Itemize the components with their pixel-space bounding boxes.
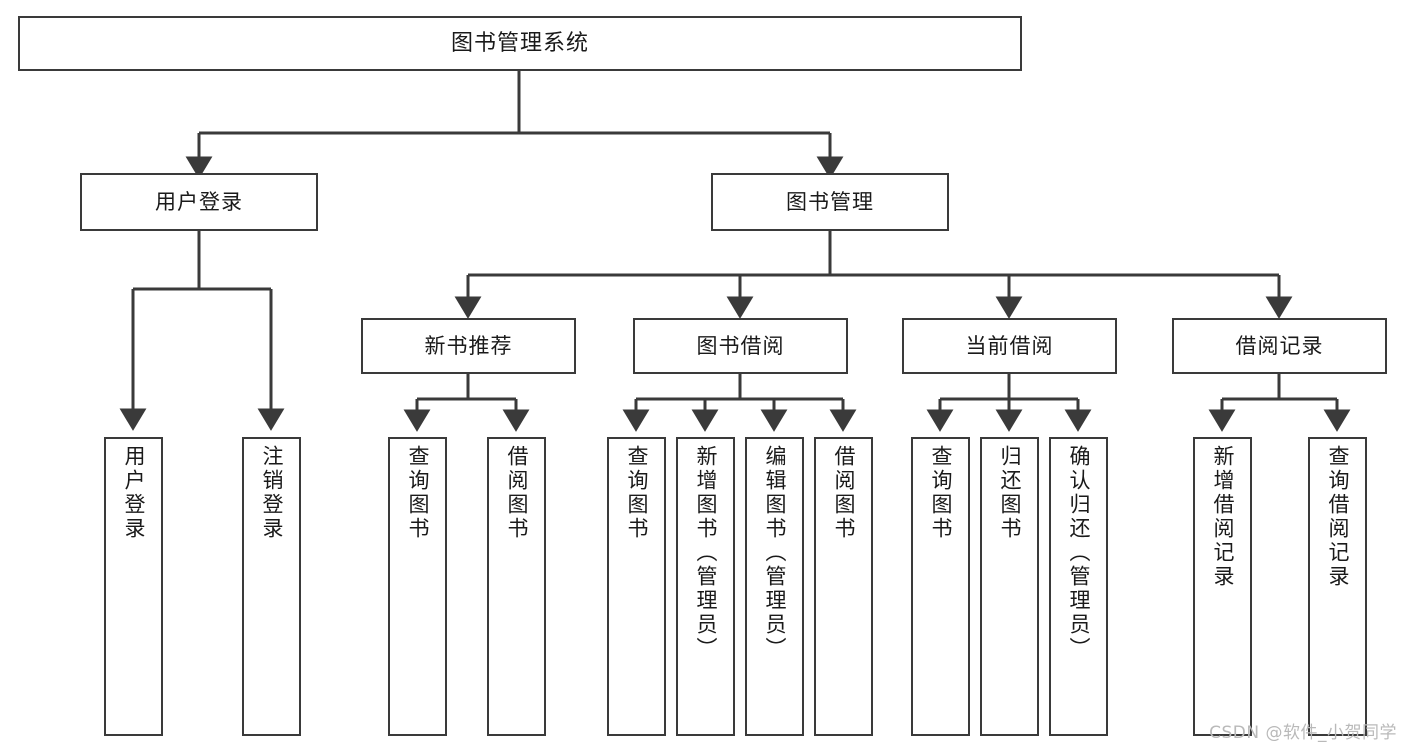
leaf-edit-book[interactable]: 编辑图书（管理员） xyxy=(745,437,804,736)
leaf-borrow-book-recommend[interactable]: 借阅图书 xyxy=(487,437,546,736)
node-borrow-record[interactable]: 借阅记录 xyxy=(1172,318,1387,374)
node-label: 新增图书（管理员） xyxy=(694,445,718,661)
leaf-query-book-recommend[interactable]: 查询图书 xyxy=(388,437,447,736)
csdn-watermark: CSDN @软件_小贺同学 xyxy=(1209,723,1397,743)
leaf-borrow-book[interactable]: 借阅图书 xyxy=(814,437,873,736)
leaf-add-borrow-record[interactable]: 新增借阅记录 xyxy=(1193,437,1252,736)
node-label: 新书推荐 xyxy=(424,333,513,358)
node-book-borrow[interactable]: 图书借阅 xyxy=(633,318,848,374)
leaf-query-book-current[interactable]: 查询图书 xyxy=(911,437,970,736)
node-root-system[interactable]: 图书管理系统 xyxy=(18,16,1022,71)
node-user-login[interactable]: 用户登录 xyxy=(80,173,318,231)
node-label: 查询图书 xyxy=(406,445,430,541)
node-label: 编辑图书（管理员） xyxy=(763,445,787,661)
leaf-return-book[interactable]: 归还图书 xyxy=(980,437,1039,736)
node-label: 借阅图书 xyxy=(832,445,856,541)
node-label: 图书管理 xyxy=(786,189,874,214)
node-book-manage[interactable]: 图书管理 xyxy=(711,173,949,231)
node-label: 用户登录 xyxy=(122,445,146,541)
node-label: 注销登录 xyxy=(260,445,284,541)
node-label: 用户登录 xyxy=(155,189,243,214)
node-label: 查询图书 xyxy=(625,445,649,541)
node-label: 当前借阅 xyxy=(965,333,1054,358)
node-label: 确认归还（管理员） xyxy=(1067,445,1091,661)
leaf-confirm-return[interactable]: 确认归还（管理员） xyxy=(1049,437,1108,736)
leaf-query-borrow-record[interactable]: 查询借阅记录 xyxy=(1308,437,1367,736)
leaf-logout-login[interactable]: 注销登录 xyxy=(242,437,301,736)
node-label: 借阅图书 xyxy=(505,445,529,541)
node-label: 借阅记录 xyxy=(1235,333,1324,358)
node-new-book-recommend[interactable]: 新书推荐 xyxy=(361,318,576,374)
node-label: 归还图书 xyxy=(998,445,1022,541)
leaf-query-book-borrow[interactable]: 查询图书 xyxy=(607,437,666,736)
leaf-add-book[interactable]: 新增图书（管理员） xyxy=(676,437,735,736)
node-current-borrow[interactable]: 当前借阅 xyxy=(902,318,1117,374)
node-label: 新增借阅记录 xyxy=(1211,445,1235,589)
leaf-user-login[interactable]: 用户登录 xyxy=(104,437,163,736)
node-label: 图书借阅 xyxy=(696,333,785,358)
node-label: 查询借阅记录 xyxy=(1326,445,1350,589)
node-label: 图书管理系统 xyxy=(450,30,589,56)
node-label: 查询图书 xyxy=(929,445,953,541)
